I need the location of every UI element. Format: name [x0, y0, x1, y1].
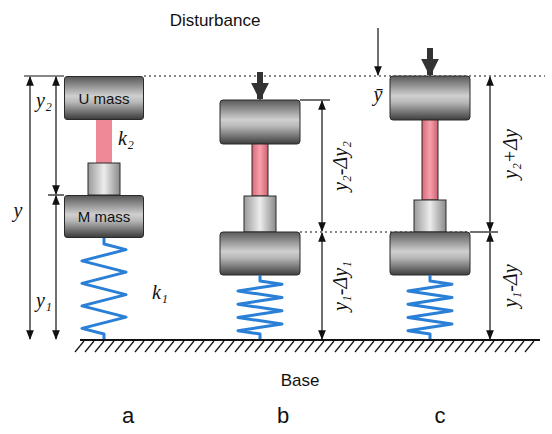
- springs: [82, 238, 452, 340]
- hatch: [345, 341, 354, 352]
- hatch: [305, 341, 314, 352]
- spring-rod: [252, 144, 268, 196]
- mass-label: M mass: [78, 208, 131, 225]
- text-label: Base: [281, 372, 320, 389]
- hatch: [315, 341, 324, 352]
- hatch: [95, 341, 104, 352]
- text-label: c: [435, 405, 446, 427]
- spring-rod: [422, 120, 438, 200]
- main-mass: [390, 232, 470, 275]
- hatch: [515, 341, 524, 352]
- dimension-label: y₁-Δy: [500, 264, 520, 307]
- variable-label: y₁: [36, 290, 52, 310]
- hatch: [165, 341, 174, 352]
- dimension-arrow: [321, 101, 322, 231]
- hatch: [245, 341, 254, 352]
- mass-block: U mass: [64, 76, 144, 120]
- hatch: [365, 341, 374, 352]
- hatch: [85, 341, 94, 352]
- variable-label: ȳ: [374, 84, 383, 104]
- hatch: [225, 341, 234, 352]
- stiffness-label: k₂: [118, 128, 134, 148]
- base-line: [80, 339, 540, 341]
- hatch: [75, 341, 84, 352]
- dimension-label: y₁-Δy₁: [330, 261, 350, 311]
- hatch: [195, 341, 204, 352]
- tick: [470, 231, 498, 232]
- hatch: [185, 341, 194, 352]
- hatch: [505, 341, 514, 352]
- main-mass: [220, 232, 300, 275]
- hatch: [205, 341, 214, 352]
- hatch: [455, 341, 464, 352]
- reference-line: [144, 75, 545, 76]
- hatch: [115, 341, 124, 352]
- hatch: [215, 341, 224, 352]
- tick: [24, 75, 64, 76]
- mass-label: U mass: [79, 90, 130, 107]
- cylinder: [244, 196, 276, 232]
- hatch: [135, 341, 144, 352]
- cylinder: [414, 200, 446, 232]
- variable-label: y: [14, 200, 23, 220]
- variable-label: k₁: [152, 282, 168, 302]
- spring: [408, 275, 452, 340]
- hatch: [355, 341, 364, 352]
- dimension-arrow: [55, 77, 56, 194]
- upper-mass: [220, 100, 300, 144]
- upper-mass: [390, 76, 470, 120]
- hatch: [475, 341, 484, 352]
- hatch: [375, 341, 384, 352]
- hatch: [175, 341, 184, 352]
- hatch: [435, 341, 444, 352]
- spring: [238, 275, 282, 340]
- hatch: [155, 341, 164, 352]
- hatch: [485, 341, 494, 352]
- dimension-arrow: [489, 77, 490, 231]
- hatch: [255, 341, 264, 352]
- hatch: [105, 341, 114, 352]
- hatch: [335, 341, 344, 352]
- hatch: [385, 341, 394, 352]
- hatch: [295, 341, 304, 352]
- hatch: [285, 341, 294, 352]
- hatch: [325, 341, 334, 352]
- hatch: [395, 341, 404, 352]
- dimension-arrow: [321, 233, 322, 339]
- dimension-arrow: [55, 196, 56, 339]
- base-ground: [75, 340, 540, 352]
- dimension-label: y₂-Δy₂: [330, 141, 350, 191]
- displacement-arrow: [377, 28, 378, 75]
- force-arrow: [427, 48, 433, 75]
- mass-block: M mass: [64, 195, 144, 238]
- dimension-arrow: [29, 77, 30, 339]
- text-label: b: [277, 405, 289, 427]
- hatch: [495, 341, 504, 352]
- hatch: [445, 341, 454, 352]
- cylinder: [88, 163, 120, 195]
- tick: [300, 99, 330, 100]
- hatch: [265, 341, 274, 352]
- hatch: [415, 341, 424, 352]
- hatch: [425, 341, 434, 352]
- hatch: [465, 341, 474, 352]
- variable-label: y₂: [36, 90, 52, 110]
- dimension-arrow: [489, 233, 490, 339]
- dimension-label: y₂+Δy: [500, 129, 520, 179]
- dimension-lines: [24, 28, 545, 339]
- force-arrow: [257, 72, 263, 99]
- hatch: [145, 341, 154, 352]
- hatch: [125, 341, 134, 352]
- spring: [82, 238, 126, 340]
- text-label: a: [122, 405, 134, 427]
- hatch: [525, 341, 534, 352]
- hatch: [275, 341, 284, 352]
- tick: [48, 194, 64, 195]
- hatch: [405, 341, 414, 352]
- hatch: [235, 341, 244, 352]
- masses: [220, 76, 470, 275]
- text-label: Disturbance: [170, 12, 261, 29]
